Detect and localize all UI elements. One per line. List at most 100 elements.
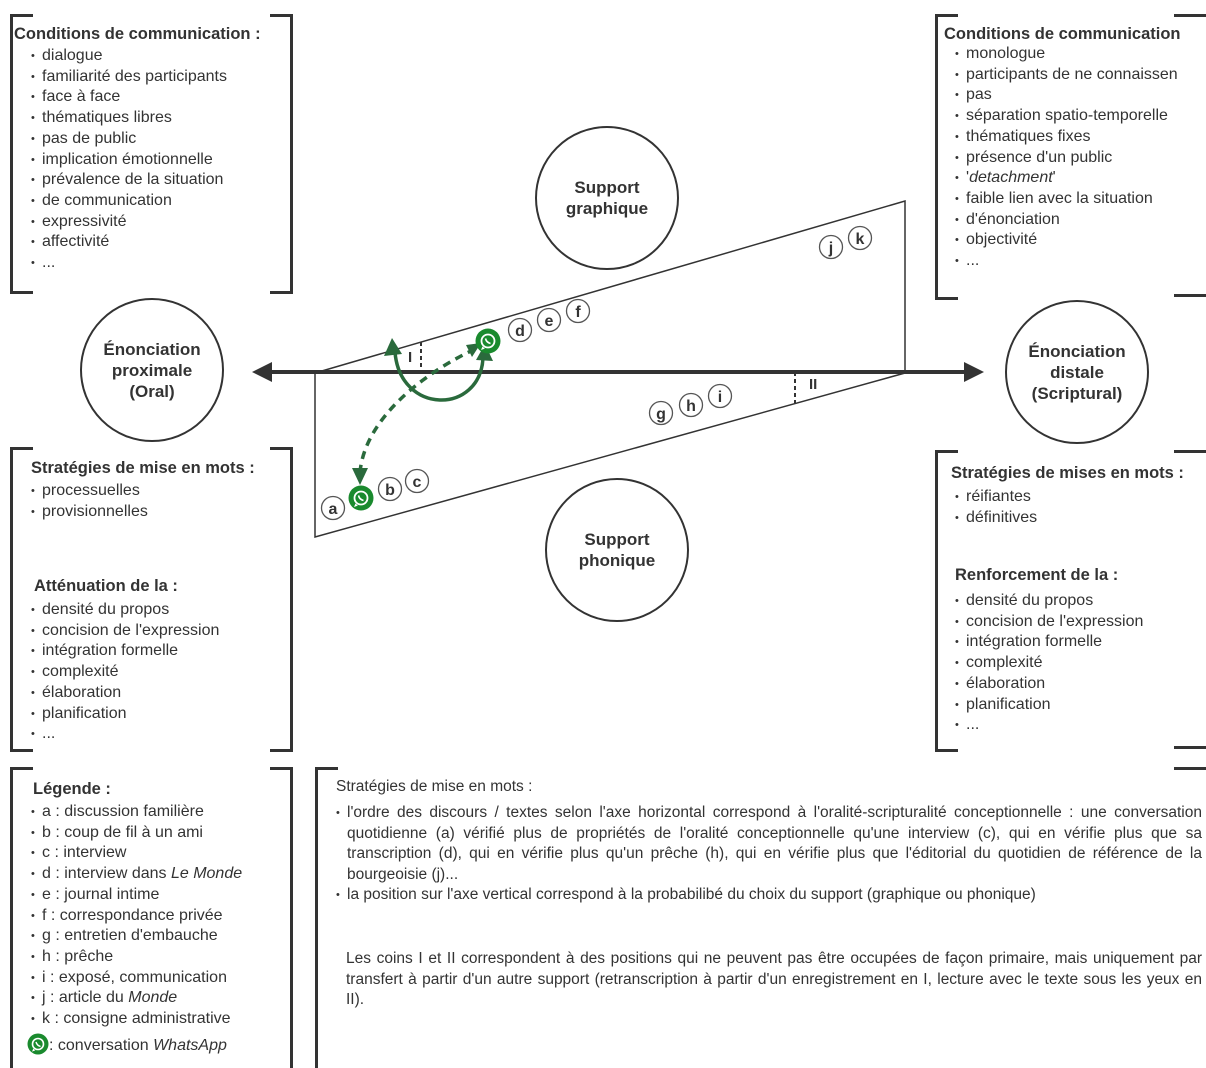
marker-k: k bbox=[847, 225, 873, 251]
legend-title: Légende : bbox=[33, 780, 111, 798]
top-left-bracket bbox=[10, 14, 33, 294]
list-item: affectivité bbox=[31, 232, 227, 253]
list-item: planification bbox=[31, 704, 219, 725]
list-item: ... bbox=[31, 253, 227, 274]
marker-c: c bbox=[404, 468, 430, 494]
list-item: élaboration bbox=[955, 674, 1143, 695]
detachment-text: detachment bbox=[969, 169, 1053, 187]
top-right-tick-bottom bbox=[1174, 294, 1206, 297]
list-item: définitives bbox=[955, 508, 1037, 529]
list-item: objectivité bbox=[955, 230, 1206, 251]
legend-d-emphasis: Le Monde bbox=[170, 865, 243, 883]
list-item: d'énonciation bbox=[955, 210, 1206, 231]
whatsapp-icon bbox=[348, 485, 374, 511]
list-item: dialogue bbox=[31, 46, 227, 67]
mid-right-tick-bottom bbox=[1174, 746, 1206, 749]
legend-item-j: j : article du Monde bbox=[31, 988, 242, 1009]
explanation-bullet-2: la position sur l'axe vertical correspon… bbox=[336, 885, 1202, 906]
legend-list: a : discussion familière b : coup de fil… bbox=[31, 802, 242, 1030]
list-item: face à face bbox=[31, 87, 227, 108]
list-item: complexité bbox=[955, 653, 1143, 674]
list-item: présence d'un public bbox=[955, 148, 1206, 169]
transfer-arc-dashed bbox=[358, 347, 476, 473]
arc-arrowhead-left-icon bbox=[384, 338, 402, 356]
enonciation-proximale-circle: Énonciation proximale (Oral) bbox=[80, 298, 224, 442]
marker-f: f bbox=[565, 298, 591, 324]
top-right-tick bbox=[1174, 14, 1206, 17]
list-item: réifiantes bbox=[955, 487, 1037, 508]
list-item: séparation spatio-temporelle bbox=[955, 106, 1206, 127]
list-item: pas de public bbox=[31, 129, 227, 150]
marker-i-text: i bbox=[718, 389, 722, 406]
legend-bracket bbox=[10, 767, 33, 1068]
top-right-title: Conditions de communication bbox=[944, 25, 1181, 43]
explanation-tick bbox=[1174, 767, 1206, 770]
list-item: faible lien avec la situation bbox=[955, 189, 1206, 210]
marker-c-text: c bbox=[413, 474, 422, 491]
list-item: provisionnelles bbox=[31, 502, 148, 523]
explanation-title: Stratégies de mise en mots : bbox=[336, 778, 533, 795]
corner-II-label: II bbox=[809, 376, 817, 393]
list-item: intégration formelle bbox=[31, 641, 219, 662]
list-item: ... bbox=[955, 715, 1143, 736]
legend-item-g: g : entretien d'embauche bbox=[31, 926, 242, 947]
mid-right-list-1: réifiantes définitives bbox=[955, 487, 1037, 528]
list-item: ... bbox=[955, 251, 1206, 272]
marker-a-text: a bbox=[329, 501, 338, 518]
marker-j: j bbox=[818, 234, 844, 260]
marker-e: e bbox=[536, 307, 562, 333]
mid-left-subtitle: Atténuation de la : bbox=[34, 577, 178, 595]
mid-right-title: Stratégies de mises en mots : bbox=[951, 464, 1184, 482]
marker-a: a bbox=[320, 495, 346, 521]
axis-arrow-right-icon bbox=[964, 362, 984, 382]
list-item: densité du propos bbox=[31, 600, 219, 621]
mid-left-bracket bbox=[10, 447, 33, 752]
legend-item-a: a : discussion familière bbox=[31, 802, 242, 823]
list-item: participants de ne connaissen bbox=[955, 65, 1206, 86]
marker-f-text: f bbox=[575, 304, 581, 321]
mid-right-list-2: densité du propos concision de l'express… bbox=[955, 591, 1143, 736]
list-item: processuelles bbox=[31, 481, 148, 502]
top-right-bracket bbox=[935, 14, 958, 300]
list-item: thématiques libres bbox=[31, 108, 227, 129]
list-item: de communication bbox=[31, 191, 227, 212]
explanation-paragraph: Les coins I et II correspondent à des po… bbox=[346, 950, 1202, 1009]
list-item: familiarité des participants bbox=[31, 67, 227, 88]
marker-h-text: h bbox=[686, 398, 696, 415]
list-item: thématiques fixes bbox=[955, 127, 1206, 148]
axis-arrow-left-icon bbox=[252, 362, 272, 382]
legend-item-d: d : interview dans Le Monde bbox=[31, 864, 242, 885]
top-left-bracket-right bbox=[270, 14, 293, 294]
legend-item-whatsapp: : conversation WhatsApp bbox=[27, 1033, 227, 1057]
legend-item-i: i : exposé, communication bbox=[31, 968, 242, 989]
mid-right-subtitle: Renforcement de la : bbox=[955, 566, 1119, 584]
dashed-arrowhead-bottom-icon bbox=[352, 468, 368, 485]
explanation-list: l'ordre des discours / textes selon l'ax… bbox=[336, 803, 1202, 906]
marker-b-text: b bbox=[385, 482, 395, 499]
legend-bracket-right bbox=[270, 767, 293, 1068]
list-item: 'detachment' bbox=[955, 168, 1206, 189]
legend-item-e: e : journal intime bbox=[31, 885, 242, 906]
top-left-list: dialogue familiarité des participants fa… bbox=[31, 46, 227, 274]
legend-item-b: b : coup de fil à un ami bbox=[31, 823, 242, 844]
marker-h: h bbox=[678, 392, 704, 418]
support-graphique-circle: Support graphique bbox=[535, 126, 679, 270]
list-item: intégration formelle bbox=[955, 632, 1143, 653]
marker-g-text: g bbox=[656, 406, 666, 423]
list-item: implication émotionnelle bbox=[31, 150, 227, 171]
legend-item-c: c : interview bbox=[31, 843, 242, 864]
legend-item-k: k : consigne administrative bbox=[31, 1009, 242, 1030]
whatsapp-icon bbox=[27, 1033, 49, 1055]
mid-left-list-1: processuelles provisionnelles bbox=[31, 481, 148, 522]
corner-I-label: I bbox=[408, 349, 412, 366]
legend-item-f: f : correspondance privée bbox=[31, 906, 242, 927]
marker-g: g bbox=[648, 400, 674, 426]
mid-left-list-2: densité du propos concision de l'express… bbox=[31, 600, 219, 745]
legend-whatsapp-text: : conversation bbox=[49, 1037, 154, 1054]
top-left-title: Conditions de communication : bbox=[14, 25, 261, 43]
enonciation-distale-circle: Énonciation distale (Scriptural) bbox=[1005, 300, 1149, 444]
support-phonique-circle: Support phonique bbox=[545, 478, 689, 622]
list-item: monologue bbox=[955, 44, 1206, 65]
explanation-bracket bbox=[315, 767, 338, 1068]
